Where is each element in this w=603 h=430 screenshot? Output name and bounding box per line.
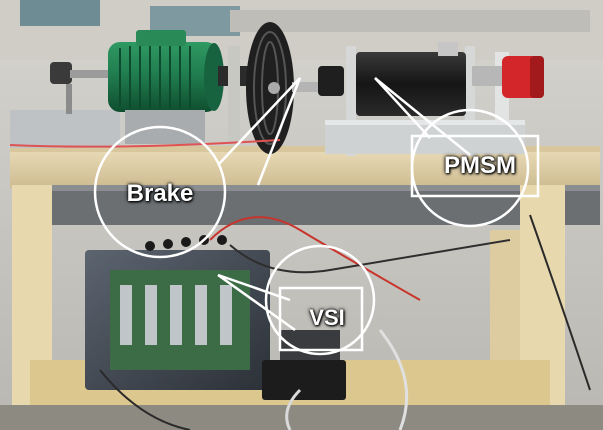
pmsm-motor xyxy=(356,42,502,116)
vsi-inverter-box xyxy=(85,235,270,390)
control-box xyxy=(262,360,346,400)
steel-rail xyxy=(40,185,600,225)
brake-callout xyxy=(93,77,302,259)
brake-disc xyxy=(246,22,294,154)
pmsm-callout xyxy=(374,77,540,228)
bench-top xyxy=(10,148,600,188)
vsi-callout xyxy=(217,244,376,356)
